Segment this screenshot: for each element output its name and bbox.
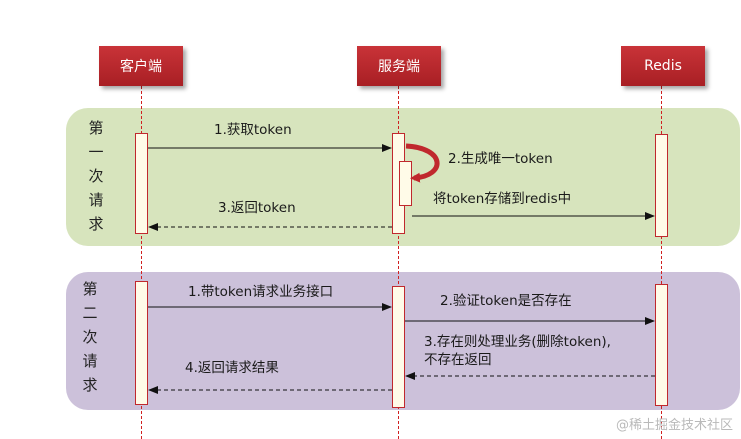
redis-lifeline xyxy=(661,86,662,439)
arrow-generate-token xyxy=(405,143,440,183)
server-lifeline xyxy=(398,86,399,439)
client-activation-1 xyxy=(135,133,148,234)
label-store-redis: 将token存储到redis中 xyxy=(433,191,572,207)
redis-activation-1 xyxy=(655,134,668,237)
phase-2-label: 第 二 次 请 求 xyxy=(82,280,98,394)
server-self-activation xyxy=(399,161,412,206)
label-return-token: 3.返回token xyxy=(218,200,296,216)
label-verify-token: 2.验证token是否存在 xyxy=(440,293,572,309)
client-activation-2 xyxy=(135,281,148,405)
server-activation-2 xyxy=(392,286,405,408)
label-request-with-token: 1.带token请求业务接口 xyxy=(188,284,334,300)
actor-redis: Redis xyxy=(621,46,705,86)
redis-activation-2 xyxy=(655,284,668,406)
actor-server: 服务端 xyxy=(357,46,441,86)
phase-1-label: 第 一 次 请 求 xyxy=(88,119,104,233)
watermark: @稀土掘金技术社区 xyxy=(615,418,733,433)
actor-client: 客户端 xyxy=(99,46,183,86)
label-not-exist-return: 不存在返回 xyxy=(424,352,492,368)
label-generate-token: 2.生成唯一token xyxy=(448,151,553,167)
label-return-result: 4.返回请求结果 xyxy=(185,360,279,376)
label-get-token: 1.获取token xyxy=(214,122,292,138)
client-lifeline xyxy=(141,86,142,439)
label-process-business: 3.存在则处理业务(删除token), xyxy=(424,334,611,350)
